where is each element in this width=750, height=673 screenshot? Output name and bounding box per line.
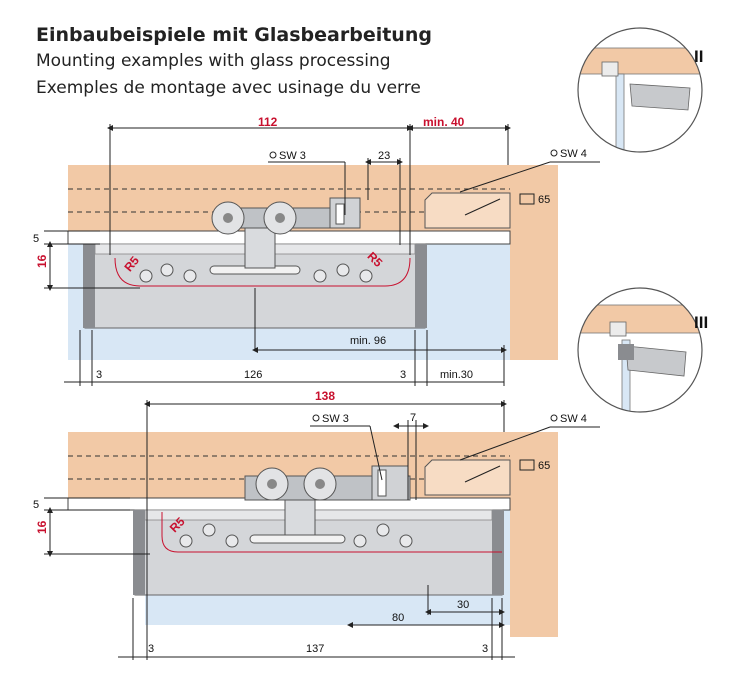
bottom-dim-3-right: 3 <box>482 643 488 655</box>
detail-label-ii: II <box>694 47 703 66</box>
top-min30: min.30 <box>440 369 473 381</box>
bottom-dim-5: 5 <box>33 499 39 511</box>
bottom-dim-3-left: 3 <box>148 643 154 655</box>
title-english: Mounting examples with glass processing <box>36 51 391 71</box>
top-end-cap-right <box>415 244 427 328</box>
bottom-sw4-label: SW 4 <box>560 413 587 425</box>
title-block: Einbaubeispiele mit Glasbearbeitung Moun… <box>36 22 432 102</box>
bottom-end-cap-left <box>133 510 145 595</box>
bottom-drawing: 138 SW 3 7 SW 4 65 5 16 R5 30 80 3 137 3 <box>33 389 600 660</box>
top-track-rail <box>67 230 511 245</box>
top-min96: min. 96 <box>350 335 386 347</box>
top-ref-65: 65 <box>538 194 550 206</box>
bottom-dim-30: 30 <box>457 599 469 611</box>
detail-label-iii: III <box>694 313 708 332</box>
top-dim-min40: min. 40 <box>423 115 465 129</box>
detail-iii: III <box>577 287 708 413</box>
top-dim-23: 23 <box>378 150 390 162</box>
bottom-dim-80: 80 <box>392 612 404 624</box>
top-dim-16: 16 <box>35 254 49 268</box>
top-dim-5: 5 <box>33 233 39 245</box>
top-sw3-label: SW 3 <box>279 150 306 162</box>
bottom-dim-7: 7 <box>410 412 416 424</box>
top-dim-112: 112 <box>258 115 278 129</box>
top-dim-3-right: 3 <box>400 369 406 381</box>
detail-ii: II <box>577 27 703 153</box>
top-drawing: 112 min. 40 SW 3 23 SW 4 65 5 16 R5 R5 m… <box>33 115 600 386</box>
bottom-dim-138: 138 <box>315 389 335 403</box>
top-dim-3-left: 3 <box>96 369 102 381</box>
top-end-cap-left <box>83 244 95 328</box>
bottom-sw3-label: SW 3 <box>322 413 349 425</box>
bottom-ref-65: 65 <box>538 460 550 472</box>
bottom-dim-16: 16 <box>35 520 49 534</box>
top-dim-126: 126 <box>244 369 262 381</box>
top-end-stop <box>424 192 511 229</box>
title-french: Exemples de montage avec usinage du verr… <box>36 78 421 98</box>
bottom-end-stop <box>424 459 511 496</box>
bottom-dim-137: 137 <box>306 643 324 655</box>
top-sw4-label: SW 4 <box>560 148 587 160</box>
title-german: Einbaubeispiele mit Glasbearbeitung <box>36 24 432 46</box>
